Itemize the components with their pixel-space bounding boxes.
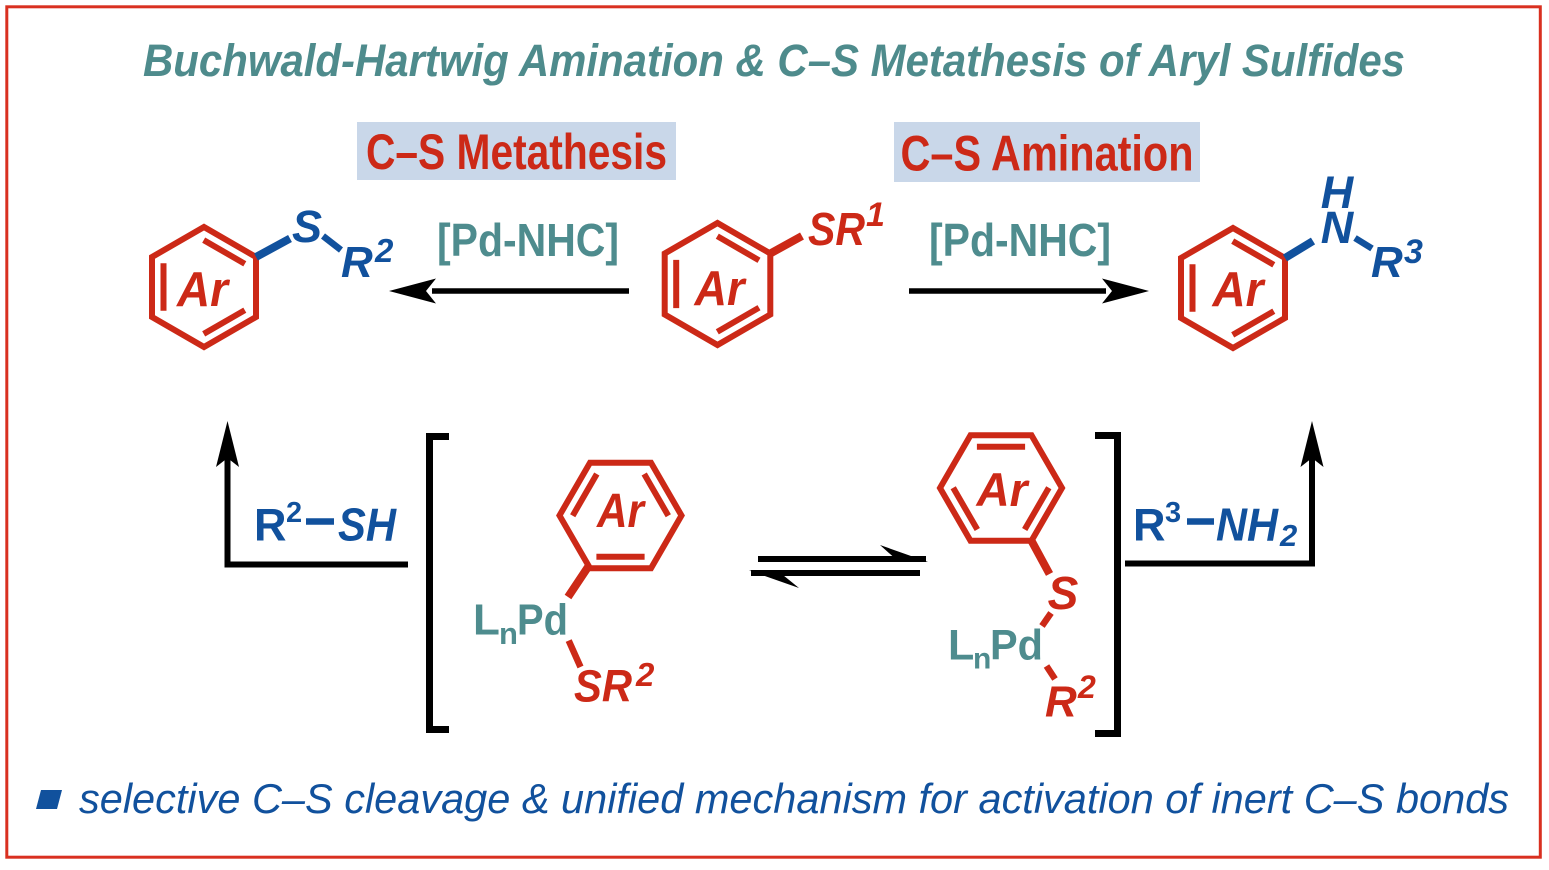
svg-text:selective C–S cleavage & unifi: selective C–S cleavage & unified mechani…: [79, 775, 1509, 822]
svg-text:2: 2: [1077, 669, 1096, 705]
svg-text:SH: SH: [338, 499, 397, 551]
svg-text:[Pd-NHC]: [Pd-NHC]: [929, 214, 1111, 266]
svg-text:N: N: [1321, 202, 1355, 253]
svg-text:R: R: [1133, 500, 1166, 551]
svg-text:H: H: [1321, 167, 1355, 218]
svg-text:1: 1: [866, 196, 885, 234]
svg-text:3: 3: [1165, 497, 1181, 529]
svg-text:S: S: [1048, 567, 1079, 619]
svg-text:Pd: Pd: [517, 596, 568, 645]
svg-text:n: n: [499, 616, 518, 651]
svg-text:C–S Amination: C–S Amination: [901, 126, 1194, 182]
svg-text:Ar: Ar: [1212, 263, 1267, 317]
svg-text:Ar: Ar: [596, 485, 646, 538]
svg-text:Ar: Ar: [694, 262, 748, 316]
svg-text:2: 2: [374, 232, 394, 269]
svg-text:Ar: Ar: [976, 463, 1031, 516]
svg-text:L: L: [473, 596, 500, 645]
svg-text:2: 2: [635, 656, 655, 693]
svg-text:2: 2: [286, 497, 302, 529]
svg-text:[Pd-NHC]: [Pd-NHC]: [437, 214, 619, 266]
svg-text:R: R: [1045, 678, 1077, 727]
svg-text:C–S Metathesis: C–S Metathesis: [366, 124, 667, 180]
svg-text:R: R: [341, 238, 373, 287]
svg-text:L: L: [948, 622, 974, 670]
svg-text:S: S: [292, 201, 322, 252]
svg-text:n: n: [973, 643, 991, 676]
svg-text:Buchwald-Hartwig Amination & C: Buchwald-Hartwig Amination & C–S Metathe…: [143, 35, 1405, 86]
svg-text:SR: SR: [808, 203, 865, 255]
svg-text:Ar: Ar: [176, 263, 231, 317]
svg-text:SR: SR: [574, 661, 632, 712]
svg-text:3: 3: [1404, 233, 1423, 271]
svg-text:R: R: [1371, 238, 1403, 287]
svg-text:2: 2: [1279, 518, 1297, 553]
svg-text:R: R: [254, 500, 287, 551]
svg-text:NH: NH: [1216, 499, 1279, 551]
svg-text:Pd: Pd: [990, 622, 1043, 670]
